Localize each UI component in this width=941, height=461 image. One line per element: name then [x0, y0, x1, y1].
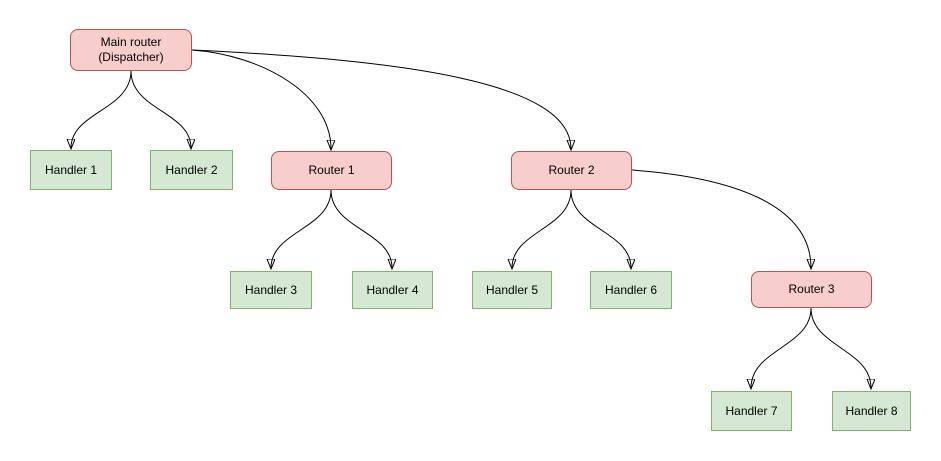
- edge-router-1-to-handler-4: [330, 189, 392, 268]
- edge-main-router-to-handler-2: [130, 70, 191, 148]
- edge-main-router-to-handler-1: [71, 70, 132, 148]
- edge-router-2-to-handler-5: [512, 189, 572, 268]
- node-router-2: Router 2: [511, 151, 632, 190]
- node-router-1: Router 1: [271, 151, 392, 190]
- node-handler-8: Handler 8: [832, 391, 911, 431]
- node-handler-1: Handler 1: [30, 150, 112, 190]
- node-handler-5: Handler 5: [472, 271, 552, 309]
- node-handler-7: Handler 7: [711, 391, 792, 431]
- node-handler-2: Handler 2: [150, 150, 233, 190]
- node-router-3: Router 3: [751, 271, 872, 308]
- node-main-router: Main router (Dispatcher): [70, 29, 192, 71]
- edge-main-router-to-router-1: [191, 49, 331, 149]
- node-handler-3: Handler 3: [230, 271, 312, 309]
- edge-router-2-to-router-3: [631, 169, 811, 268]
- edge-router-2-to-handler-6: [570, 189, 631, 268]
- edge-main-router-to-router-2: [191, 49, 571, 149]
- edge-router-3-to-handler-7: [751, 307, 812, 388]
- edge-router-1-to-handler-3: [271, 189, 332, 268]
- node-handler-6: Handler 6: [590, 271, 672, 309]
- edge-router-3-to-handler-8: [810, 307, 871, 388]
- node-handler-4: Handler 4: [352, 271, 433, 309]
